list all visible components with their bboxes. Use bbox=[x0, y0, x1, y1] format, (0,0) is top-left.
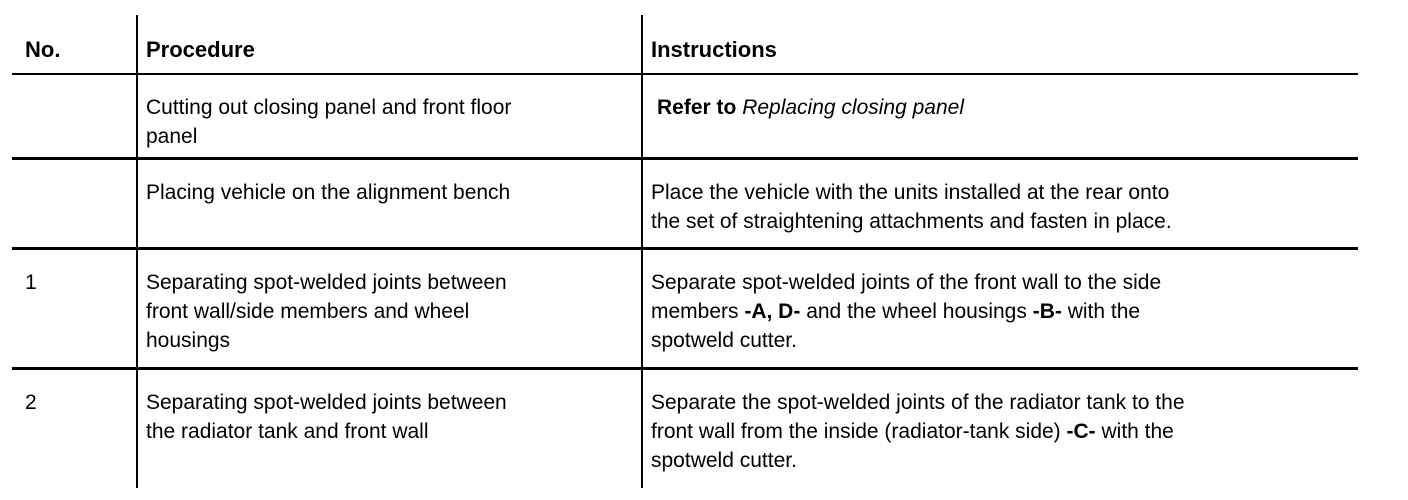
cell-procedure: Cutting out closing panel and front floo… bbox=[138, 75, 643, 160]
cell-instructions: Separate the spot-welded joints of the r… bbox=[643, 370, 1358, 488]
cell-procedure: Placing vehicle on the alignment bench bbox=[138, 160, 643, 250]
cell-no: 1 bbox=[12, 250, 138, 370]
procedure-table: No. Procedure Instructions Cutting out c… bbox=[12, 15, 1358, 488]
column-header-instructions: Instructions bbox=[643, 15, 1358, 75]
instruction-text: Place the vehicle with the units install… bbox=[651, 181, 1172, 233]
instruction-text: with the spotweld cutter. bbox=[651, 300, 1141, 352]
cell-procedure: Separating spot-welded joints between th… bbox=[138, 370, 643, 488]
cell-no bbox=[12, 75, 138, 160]
part-marker-c: -C- bbox=[1066, 420, 1096, 443]
cross-reference-text: Replacing closing panel bbox=[742, 96, 964, 119]
instruction-text: Separate spot-welded joints of the front… bbox=[651, 271, 1162, 323]
cell-procedure: Separating spot-welded joints between fr… bbox=[138, 250, 643, 370]
refer-to-label: Refer to bbox=[657, 96, 743, 119]
part-marker-b: -B- bbox=[1032, 300, 1062, 323]
cell-no: 2 bbox=[12, 370, 138, 488]
cell-instructions: Separate spot-welded joints of the front… bbox=[643, 250, 1358, 370]
cell-no bbox=[12, 160, 138, 250]
column-header-no: No. bbox=[12, 15, 138, 75]
cell-instructions: Place the vehicle with the units install… bbox=[643, 160, 1358, 250]
column-header-procedure: Procedure bbox=[138, 15, 643, 75]
part-marker-a-d: -A, D- bbox=[744, 300, 801, 323]
instruction-text: and the wheel housings bbox=[800, 300, 1033, 323]
instruction-text: with the spotweld cutter. bbox=[651, 420, 1174, 472]
instruction-text: Separate the spot-welded joints of the r… bbox=[651, 391, 1185, 443]
cell-instructions: Refer to Replacing closing panel bbox=[643, 75, 1358, 160]
